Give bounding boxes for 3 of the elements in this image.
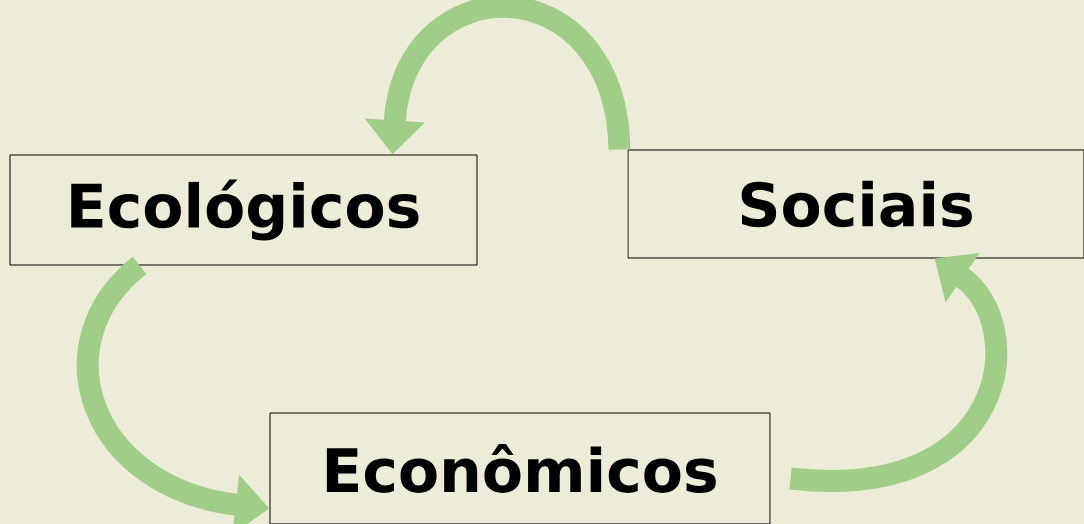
text-box: Ecológicos bbox=[9, 154, 478, 266]
text-box: Sociais bbox=[627, 149, 1084, 259]
text-box: Econômicos bbox=[269, 412, 771, 524]
